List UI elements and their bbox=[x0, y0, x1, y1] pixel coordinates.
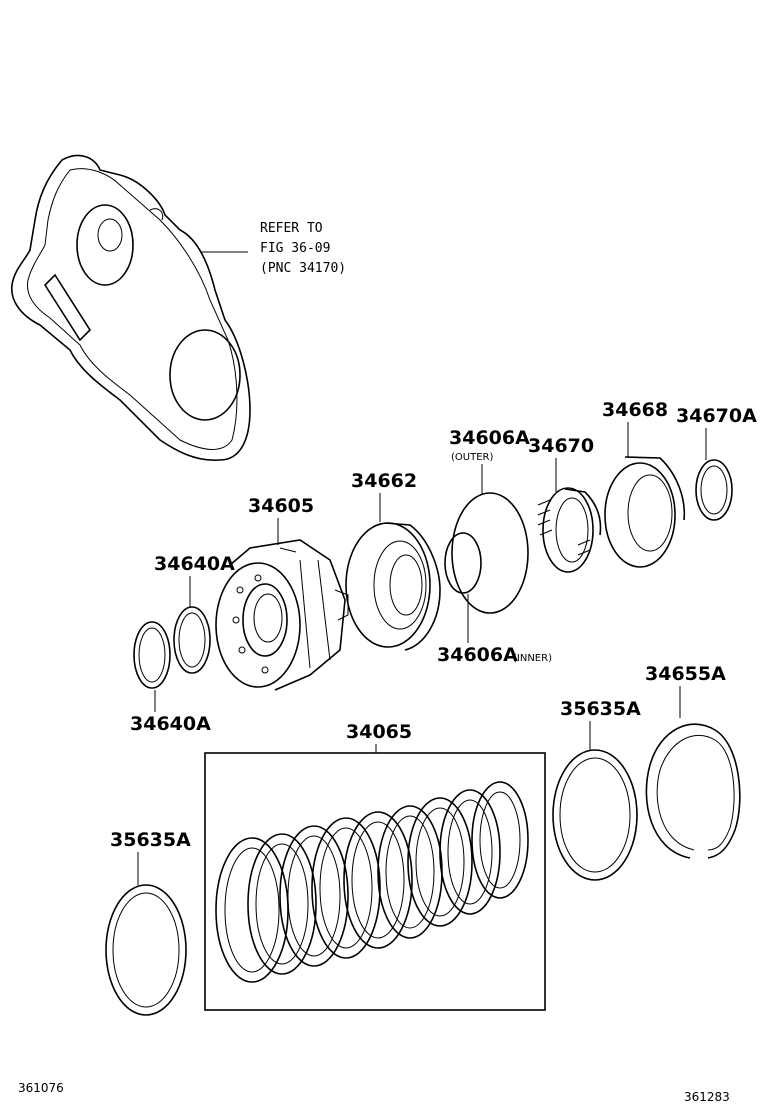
part-34606a-orings bbox=[444, 492, 529, 614]
transmission-case-illustration bbox=[11, 154, 251, 461]
label-34670a: 34670A bbox=[676, 405, 757, 427]
part-34662-piston bbox=[345, 522, 441, 651]
part-34065-clutch-plates bbox=[215, 781, 529, 983]
label-34606a-inner-note: (INNER) bbox=[513, 653, 552, 664]
clutch-pack-box bbox=[204, 752, 546, 1011]
part-35635a-right bbox=[552, 749, 638, 881]
label-34065: 34065 bbox=[346, 721, 412, 743]
label-34640a-bottom: 34640A bbox=[130, 713, 211, 735]
label-34606a-outer: 34606A bbox=[449, 427, 530, 449]
part-34670a-ring bbox=[695, 459, 733, 521]
label-34606a-inner: 34606A bbox=[437, 644, 518, 666]
refer-line-1: REFER TO bbox=[260, 221, 323, 236]
label-34655a: 34655A bbox=[645, 663, 726, 685]
label-34640a-top: 34640A bbox=[154, 553, 235, 575]
part-34605-drum bbox=[215, 539, 349, 691]
label-35635a-right: 35635A bbox=[560, 698, 641, 720]
label-34668: 34668 bbox=[602, 399, 668, 421]
label-34670: 34670 bbox=[528, 435, 594, 457]
label-34662: 34662 bbox=[351, 470, 417, 492]
label-34605: 34605 bbox=[248, 495, 314, 517]
part-34668-cover bbox=[604, 456, 686, 568]
part-34640a-rings bbox=[133, 606, 211, 689]
part-34655a-ring bbox=[645, 723, 741, 859]
refer-line-3: (PNC 34170) bbox=[260, 261, 346, 276]
refer-line-2: FIG 36-09 bbox=[260, 241, 330, 256]
label-35635a-left: 35635A bbox=[110, 829, 191, 851]
ref-code-right: 361283 bbox=[684, 1090, 730, 1104]
label-34606a-outer-note: (OUTER) bbox=[451, 452, 493, 463]
part-35635a-left bbox=[105, 884, 187, 1016]
part-34670-spring-retainer bbox=[537, 487, 602, 573]
ref-code-left: 361076 bbox=[18, 1081, 64, 1095]
